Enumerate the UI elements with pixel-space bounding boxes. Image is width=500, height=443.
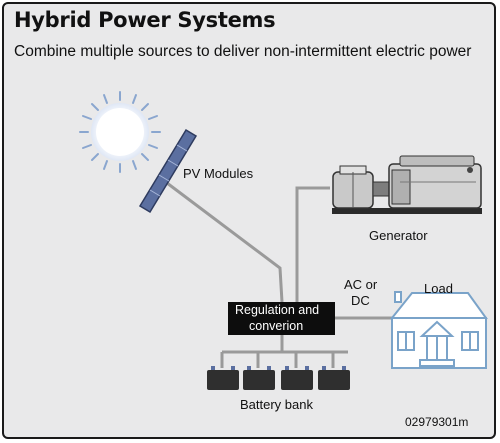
house-icon (389, 291, 488, 369)
battery-bank-icon (207, 366, 350, 390)
wire-pv-to-regulation (162, 178, 284, 303)
regulation-label-line1: Regulation and (235, 303, 319, 317)
regulation-label-line2: converion (249, 319, 303, 333)
ac-or-label: AC or (344, 277, 378, 292)
load-label: Load (424, 281, 453, 296)
pv-modules-icon (138, 128, 198, 214)
generator-label: Generator (369, 228, 428, 243)
generator-icon (332, 155, 482, 214)
sun-icon (79, 91, 161, 173)
battery-bank-label: Battery bank (240, 397, 313, 412)
regulation-conversion-box (228, 302, 335, 335)
wire-generator-to-regulation (295, 186, 330, 302)
diagram-title: Hybrid Power Systems (14, 8, 276, 32)
diagram-subtitle: Combine multiple sources to deliver non-… (14, 43, 472, 60)
wires (162, 178, 392, 368)
image-code-label: 02979301m (405, 415, 468, 429)
pv-modules-label: PV Modules (183, 166, 254, 181)
dc-label: DC (351, 293, 370, 308)
